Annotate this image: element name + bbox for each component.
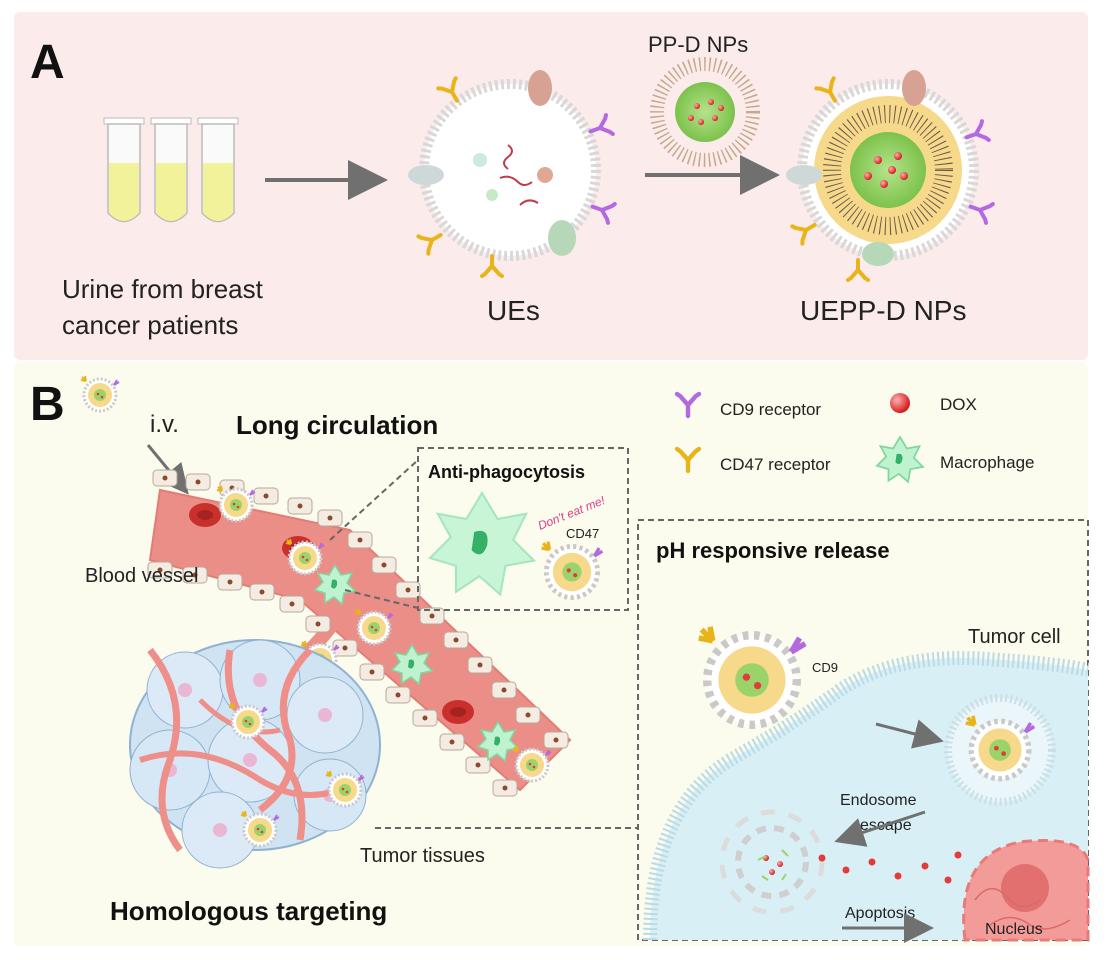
urine-label-line1: Urine from breast (62, 274, 264, 304)
panel-a-letter: A (30, 36, 65, 89)
panel-b-letter: B (30, 378, 65, 431)
test-tube-2 (150, 117, 192, 223)
endosome (944, 694, 1056, 806)
ueppd-label: UEPP-D NPs (800, 295, 966, 326)
anti-phagocytosis-title: Anti-phagocytosis (428, 462, 585, 482)
endosome-label-line1: Endosome (840, 792, 917, 809)
long-circulation-title: Long circulation (236, 410, 438, 440)
ppd-label: PP-D NPs (648, 32, 748, 57)
tumor-tissue (129, 639, 381, 869)
iv-label: i.v. (150, 411, 179, 438)
test-tube-3 (197, 117, 239, 223)
legend-dox-icon (890, 393, 910, 413)
legend-dox-label: DOX (940, 395, 977, 414)
homologous-targeting-title: Homologous targeting (110, 896, 387, 926)
broken-endosome (719, 809, 825, 915)
blood-vessel-label: Blood vessel (85, 565, 198, 587)
tumor-cell-label: Tumor cell (968, 626, 1061, 648)
test-tube-1 (103, 117, 145, 223)
anti-phagocytosis-box (417, 447, 629, 611)
cd47-small-label: CD47 (566, 526, 599, 541)
urine-label-line2: cancer patients (62, 310, 238, 340)
iv-arrow (146, 444, 189, 495)
released-dox (818, 851, 962, 884)
endosome-escape-arrow (834, 810, 926, 847)
legend-macrophage-label: Macrophage (940, 453, 1035, 472)
tumor-tissues-label: Tumor tissues (360, 845, 485, 867)
red-blood-cell-1 (189, 503, 221, 527)
ppd-nanoparticle (650, 57, 760, 167)
apoptosis-label: Apoptosis (845, 905, 915, 922)
ph-release-title: pH responsive release (656, 538, 890, 563)
ues-label: UEs (487, 295, 540, 326)
test-tubes (103, 117, 239, 223)
uptake-arrow (875, 719, 944, 749)
inset-connector-bottom (344, 589, 419, 609)
red-blood-cell-3 (442, 700, 474, 724)
legend: CD9 receptor DOX CD47 receptor Macrophag… (677, 393, 1035, 483)
nucleus-label: Nucleus (985, 921, 1043, 938)
cd9-small-label: CD9 (812, 660, 838, 675)
ue-vesicle (408, 70, 617, 278)
nucleus (962, 838, 1090, 942)
legend-cd9-label: CD9 receptor (720, 400, 821, 419)
ueppd-nanoparticle (786, 70, 995, 282)
legend-cd47-label: CD47 receptor (720, 455, 831, 474)
big-macrophage (428, 490, 537, 597)
